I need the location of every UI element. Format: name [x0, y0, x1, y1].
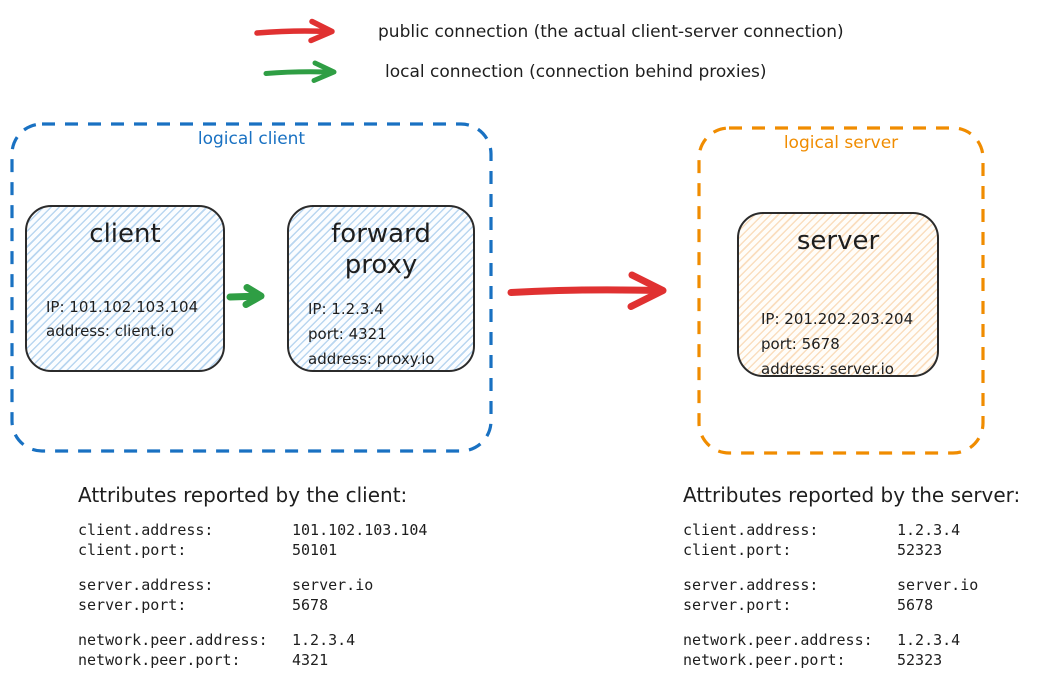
attr-row: client.port:50101	[78, 541, 338, 559]
attr-row: network.peer.port:4321	[78, 651, 329, 669]
client-attributes-block: Attributes reported by the client: clien…	[78, 482, 428, 685]
server-node-details: IP: 201.202.203.204 port: 5678 address: …	[761, 307, 931, 382]
logical-client-dashed-border	[10, 122, 493, 453]
client-attr-group-network-peer: network.peer.address:1.2.3.4 network.pee…	[78, 630, 418, 670]
attr-row: client.port:52323	[683, 541, 943, 559]
attr-row: server.port:5678	[78, 596, 329, 614]
logical-server-group: logical server server IP: 201.202.203.20…	[697, 126, 985, 455]
public-connection-diagram-arrow-icon	[505, 270, 693, 312]
server-attr-group-client: client.address:1.2.3.4 client.port:52323	[683, 520, 1023, 560]
local-connection-legend-label: local connection (connection behind prox…	[385, 62, 767, 82]
client-attr-group-client: client.address:101.102.103.104 client.po…	[78, 520, 428, 560]
server-attr-group-network-peer: network.peer.address:1.2.3.4 network.pee…	[683, 630, 1023, 670]
server-attr-group-server: server.address:server.io server.port:567…	[683, 575, 1023, 615]
local-connection-arrow-icon	[262, 59, 354, 85]
proxy-ip: IP: 1.2.3.4	[308, 300, 384, 318]
attr-row: server.address:server.io	[78, 576, 374, 594]
client-node-title: client	[89, 219, 161, 249]
forward-proxy-node: forward proxy IP: 1.2.3.4 port: 4321 add…	[287, 205, 475, 372]
client-node: client IP: 101.102.103.104 address: clie…	[25, 205, 225, 372]
client-node-details: IP: 101.102.103.104 address: client.io	[46, 295, 217, 343]
logical-server-label: logical server	[783, 133, 899, 153]
public-connection-arrow-icon	[253, 17, 353, 45]
server-ip: IP: 201.202.203.204	[761, 310, 914, 328]
client-address: address: client.io	[46, 322, 175, 340]
server-node: server IP: 201.202.203.204 port: 5678 ad…	[737, 212, 939, 378]
proxy-address: address: proxy.io	[308, 350, 435, 368]
attr-row: network.peer.port:52323	[683, 651, 943, 669]
logical-server-dashed-border	[697, 126, 985, 455]
proxy-port: port: 4321	[308, 325, 387, 343]
forward-proxy-node-details: IP: 1.2.3.4 port: 4321 address: proxy.io	[308, 297, 467, 372]
logical-client-group: logical client client IP: 101.102.103.10…	[10, 122, 493, 453]
client-attributes-heading: Attributes reported by the client:	[78, 483, 408, 507]
attr-row: network.peer.address:1.2.3.4	[78, 631, 356, 649]
local-connection-diagram-arrow-icon	[226, 283, 272, 309]
client-attr-group-server: server.address:server.io server.port:567…	[78, 575, 418, 615]
attr-row: client.address:101.102.103.104	[78, 521, 428, 539]
attr-row: server.address:server.io	[683, 576, 979, 594]
server-attributes-list: client.address:1.2.3.4 client.port:52323…	[683, 520, 1023, 670]
server-attributes-heading: Attributes reported by the server:	[683, 483, 1021, 507]
client-ip: IP: 101.102.103.104	[46, 298, 199, 316]
attr-row: server.port:5678	[683, 596, 934, 614]
server-address: address: server.io	[761, 360, 894, 378]
attr-row: network.peer.address:1.2.3.4	[683, 631, 961, 649]
server-node-title: server	[796, 226, 880, 256]
attr-row: client.address:1.2.3.4	[683, 521, 961, 539]
logical-client-label: logical client	[197, 129, 306, 149]
forward-proxy-node-title: forward proxy	[331, 219, 431, 280]
client-attributes-list: client.address:101.102.103.104 client.po…	[78, 520, 428, 670]
server-attributes-block: Attributes reported by the server: clien…	[683, 482, 1023, 685]
public-connection-legend-label: public connection (the actual client-ser…	[378, 22, 844, 42]
server-port: port: 5678	[761, 335, 840, 353]
